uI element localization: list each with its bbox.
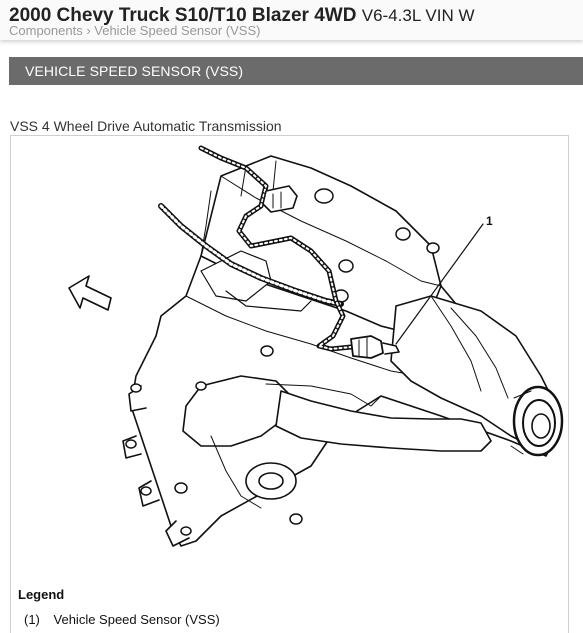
callout-number: 1 [486, 214, 493, 228]
section-header: VEHICLE SPEED SENSOR (VSS) [9, 57, 583, 85]
direction-arrow-icon [68, 275, 112, 311]
legend-item: (1) Vehicle Speed Sensor (VSS) [24, 612, 220, 627]
diagram-figure: 1 Legend (1) Vehicle Speed Sensor (VSS) [10, 135, 569, 633]
vss-diagram: 1 [68, 145, 564, 547]
section-title: VEHICLE SPEED SENSOR (VSS) [25, 63, 244, 79]
vehicle-title: 2000 Chevy Truck S10/T10 Blazer 4WD [9, 5, 357, 26]
legend-title: Legend [18, 587, 65, 602]
breadcrumb[interactable]: Components › Vehicle Speed Sensor (VSS) [9, 23, 261, 38]
header-bar: Components › Vehicle Speed Sensor (VSS) … [0, 0, 583, 40]
engine-subtitle: V6-4.3L VIN W [361, 6, 475, 25]
legend-item-number: (1) [24, 612, 40, 627]
page-title: 2000 Chevy Truck S10/T10 Blazer 4WD V6-4… [9, 5, 475, 27]
figure-caption: VSS 4 Wheel Drive Automatic Transmission [10, 118, 282, 134]
harness-connector [262, 185, 298, 213]
callout-leader [395, 223, 484, 345]
oil-pan [275, 390, 492, 452]
legend-item-label: Vehicle Speed Sensor (VSS) [53, 612, 220, 627]
